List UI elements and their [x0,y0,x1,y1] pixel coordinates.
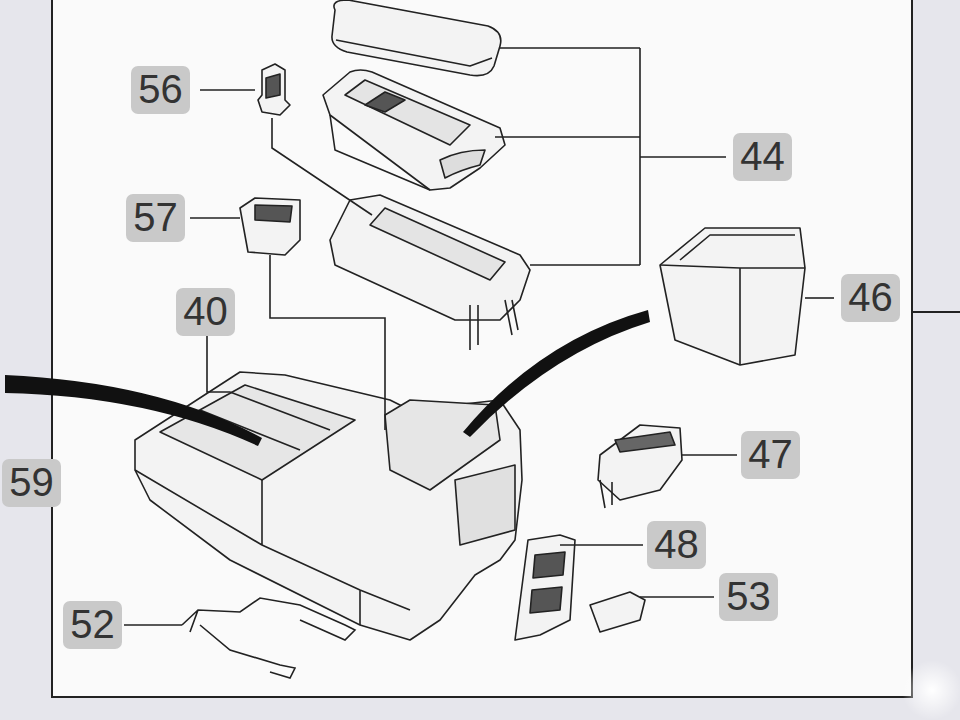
marker-stroke [463,310,650,437]
part-56-clip [258,64,290,115]
console-top-base [330,195,530,320]
leader-line [682,454,737,456]
tray-side [330,115,430,190]
cover-tabs [600,480,612,508]
callout-number: 40 [183,288,228,334]
base-opening [370,208,505,280]
leader-bracket [495,48,726,265]
leader-line [640,596,714,598]
callout-badge: 57 [126,194,185,242]
leader-line [272,118,372,215]
leader-line [560,544,643,546]
console-left-cavity [160,385,355,480]
upper-tray [323,70,505,190]
callout-number: 44 [740,133,785,179]
part-46-bin [660,228,805,365]
callout-number: 46 [848,274,893,320]
callout-number: 48 [654,521,699,567]
callout-badge: 56 [131,66,190,114]
frame [52,0,912,697]
console-rear-opening [455,465,515,545]
bin-edges [660,235,805,365]
armrest-lid [332,0,501,76]
part-48-panel [515,535,575,640]
callout-badge: 48 [647,521,706,569]
tray-pocket [345,80,470,145]
callout-number: 59 [9,459,54,505]
leader-line [270,255,385,430]
callout-number: 57 [133,194,178,240]
screen-glare [902,660,960,720]
callout-badge: 53 [719,573,778,621]
part-52-bracket [182,598,355,678]
callout-badge: 46 [841,274,900,322]
callout-badge: 59 [2,459,61,507]
base-clips [470,300,518,350]
part-57-switch [240,198,300,255]
part-53-plug [590,592,645,632]
leader-line [124,624,182,626]
clip-detail [266,74,280,98]
part-47-cover [598,425,682,500]
marker-stroke [5,375,262,446]
leader-line [200,89,255,91]
callout-badge: 47 [741,431,800,479]
tray-slot [365,92,405,112]
callout-number: 53 [726,573,771,619]
callout-number: 56 [138,66,183,112]
panel-vents [530,552,565,613]
switch-face [255,205,292,222]
callout-badge: 44 [733,133,792,181]
frame-stub [912,311,960,313]
callout-badge: 40 [176,288,235,336]
tray-latch [440,150,485,178]
callout-number: 47 [748,431,793,477]
leader-line [207,336,230,392]
console-edges [135,470,410,625]
cover-slot [615,432,675,452]
lid-edge [336,40,492,66]
leader-line [805,297,834,299]
callout-number: 52 [70,601,115,647]
callout-badge: 52 [63,601,122,649]
leader-line [190,217,240,219]
